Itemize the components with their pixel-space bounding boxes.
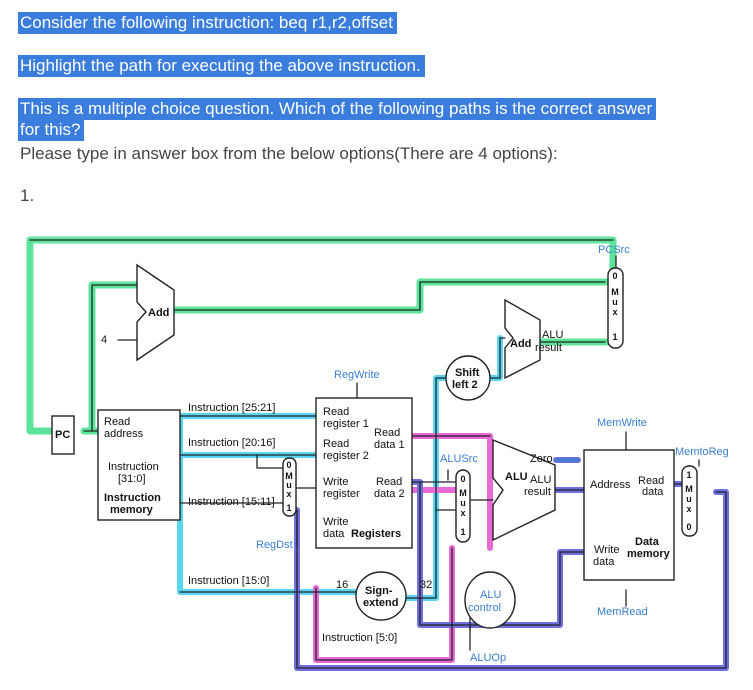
data-memory-a: Data	[635, 536, 660, 548]
instr-15-0: Instruction [15:0]	[188, 575, 269, 587]
pc-label: PC	[55, 429, 70, 441]
instruction-memory	[97, 409, 181, 521]
add-alu-a: Add	[510, 338, 531, 350]
memtoreg-mux-0: 0	[686, 522, 691, 532]
regdst-mux-u: u	[286, 480, 292, 490]
pcsrc-mux-1: 1	[612, 332, 617, 342]
memtoreg-label[interactable]: MemtoReg	[675, 446, 729, 458]
sign-extend-a: Sign-	[365, 585, 393, 597]
instruction-2: [31:0]	[118, 473, 146, 485]
alusrc-label[interactable]: ALUSrc	[440, 453, 478, 465]
read-register-2b: register 2	[323, 450, 369, 462]
read-data-2b: data 2	[374, 488, 405, 500]
instr-5-0: Instruction [5:0]	[322, 632, 397, 644]
alu-control-a: ALU	[480, 589, 501, 601]
sign-extend-b: extend	[363, 597, 398, 609]
thirtytwo-label: 32	[420, 579, 432, 591]
instruction-memory-2: memory	[110, 504, 154, 516]
mem-read-data-a: Read	[638, 475, 664, 487]
write-data-b: data	[323, 528, 345, 540]
question-line-3a: This is a multiple choice question. Whic…	[18, 98, 657, 120]
alu-control-b: control	[468, 602, 501, 614]
write-register-a: Write	[323, 476, 348, 488]
shift-left-b: left 2	[452, 379, 478, 391]
regdst-mux-1: 1	[286, 503, 291, 513]
pcsrc-mux-u: u	[612, 297, 618, 307]
regdst-label[interactable]: RegDst	[256, 539, 293, 551]
pcsrc-mux	[607, 267, 624, 349]
wires	[29, 239, 727, 669]
registers-label: Registers	[351, 528, 401, 540]
mem-write-data-b: data	[593, 556, 615, 568]
pcsrc-label[interactable]: PCSrc	[598, 244, 630, 256]
memtoreg-mux-1: 1	[686, 470, 691, 480]
read-data-2a: Read	[376, 476, 402, 488]
memtoreg-mux-u: u	[686, 494, 692, 504]
alu	[492, 438, 556, 542]
alu-result-a: ALU	[530, 474, 551, 486]
read-register-2a: Read	[323, 438, 349, 450]
pcsrc-mux-0: 0	[612, 271, 617, 281]
alusrc-mux-m: M	[459, 488, 467, 498]
regwrite-label[interactable]: RegWrite	[334, 369, 380, 381]
add-alu-b: ALU	[542, 329, 563, 341]
alu-control	[464, 571, 516, 629]
alusrc-mux-u: u	[460, 498, 466, 508]
question-line-3b: for this?	[18, 119, 85, 141]
data-memory-b: memory	[627, 548, 671, 560]
memtoreg-mux-x: x	[686, 504, 691, 514]
answer-instructions: Please type in answer box from the below…	[20, 144, 558, 163]
add-unit	[136, 263, 175, 362]
write-data-a: Write	[323, 516, 348, 528]
regdst-mux-m: M	[285, 471, 293, 481]
sixteen-label: 16	[336, 579, 348, 591]
instr-15-11: Instruction [15:11]	[188, 496, 275, 508]
memwrite-label[interactable]: MemWrite	[597, 417, 647, 429]
mem-write-data-a: Write	[594, 544, 619, 556]
zero-label: Zero	[530, 453, 553, 465]
instruction-memory-1: Instruction	[104, 492, 161, 504]
add-alu	[504, 298, 541, 380]
registers	[315, 397, 413, 549]
four-label: 4	[101, 334, 107, 346]
mem-read-data-b: data	[642, 486, 664, 498]
regdst-mux-x: x	[286, 489, 291, 499]
write-register-b: register	[323, 488, 360, 500]
pc-register	[51, 415, 75, 455]
shift-left-2	[445, 355, 491, 401]
add-alu-c: result	[535, 342, 562, 354]
memtoreg-mux	[681, 465, 698, 537]
read-data-1a: Read	[374, 427, 400, 439]
alusrc-mux-x: x	[460, 508, 465, 518]
question-line-2: Highlight the path for executing the abo…	[18, 55, 425, 77]
read-address-2: address	[104, 428, 144, 440]
regdst-mux	[282, 457, 297, 517]
memread-label[interactable]: MemRead	[597, 606, 648, 618]
add-label: Add	[148, 307, 169, 319]
option-number: 1.	[20, 186, 35, 205]
instr-20-16: Instruction [20:16]	[188, 437, 275, 449]
aluop-label[interactable]: ALUOp	[470, 652, 506, 664]
read-register-1a: Read	[323, 406, 349, 418]
alusrc-mux	[455, 469, 471, 543]
read-register-1b: register 1	[323, 418, 369, 430]
question-line-1: Consider the following instruction: beq …	[18, 12, 397, 34]
data-memory	[583, 449, 675, 581]
sign-extend	[355, 571, 407, 621]
alusrc-mux-1: 1	[460, 527, 465, 537]
address-label: Address	[590, 479, 631, 491]
regdst-mux-0: 0	[286, 460, 291, 470]
instruction-1: Instruction	[108, 461, 159, 473]
alu-result-b: result	[524, 486, 551, 498]
instr-25-21: Instruction [25:21]	[188, 402, 275, 414]
memtoreg-mux-m: M	[685, 484, 693, 494]
pcsrc-mux-x: x	[612, 307, 617, 317]
alu-label: ALU	[505, 471, 528, 483]
read-data-1b: data 1	[374, 439, 405, 451]
shift-left-a: Shift	[455, 367, 480, 379]
pcsrc-mux-m: M	[611, 287, 619, 297]
alusrc-mux-0: 0	[460, 474, 465, 484]
read-address-1: Read	[104, 416, 130, 428]
